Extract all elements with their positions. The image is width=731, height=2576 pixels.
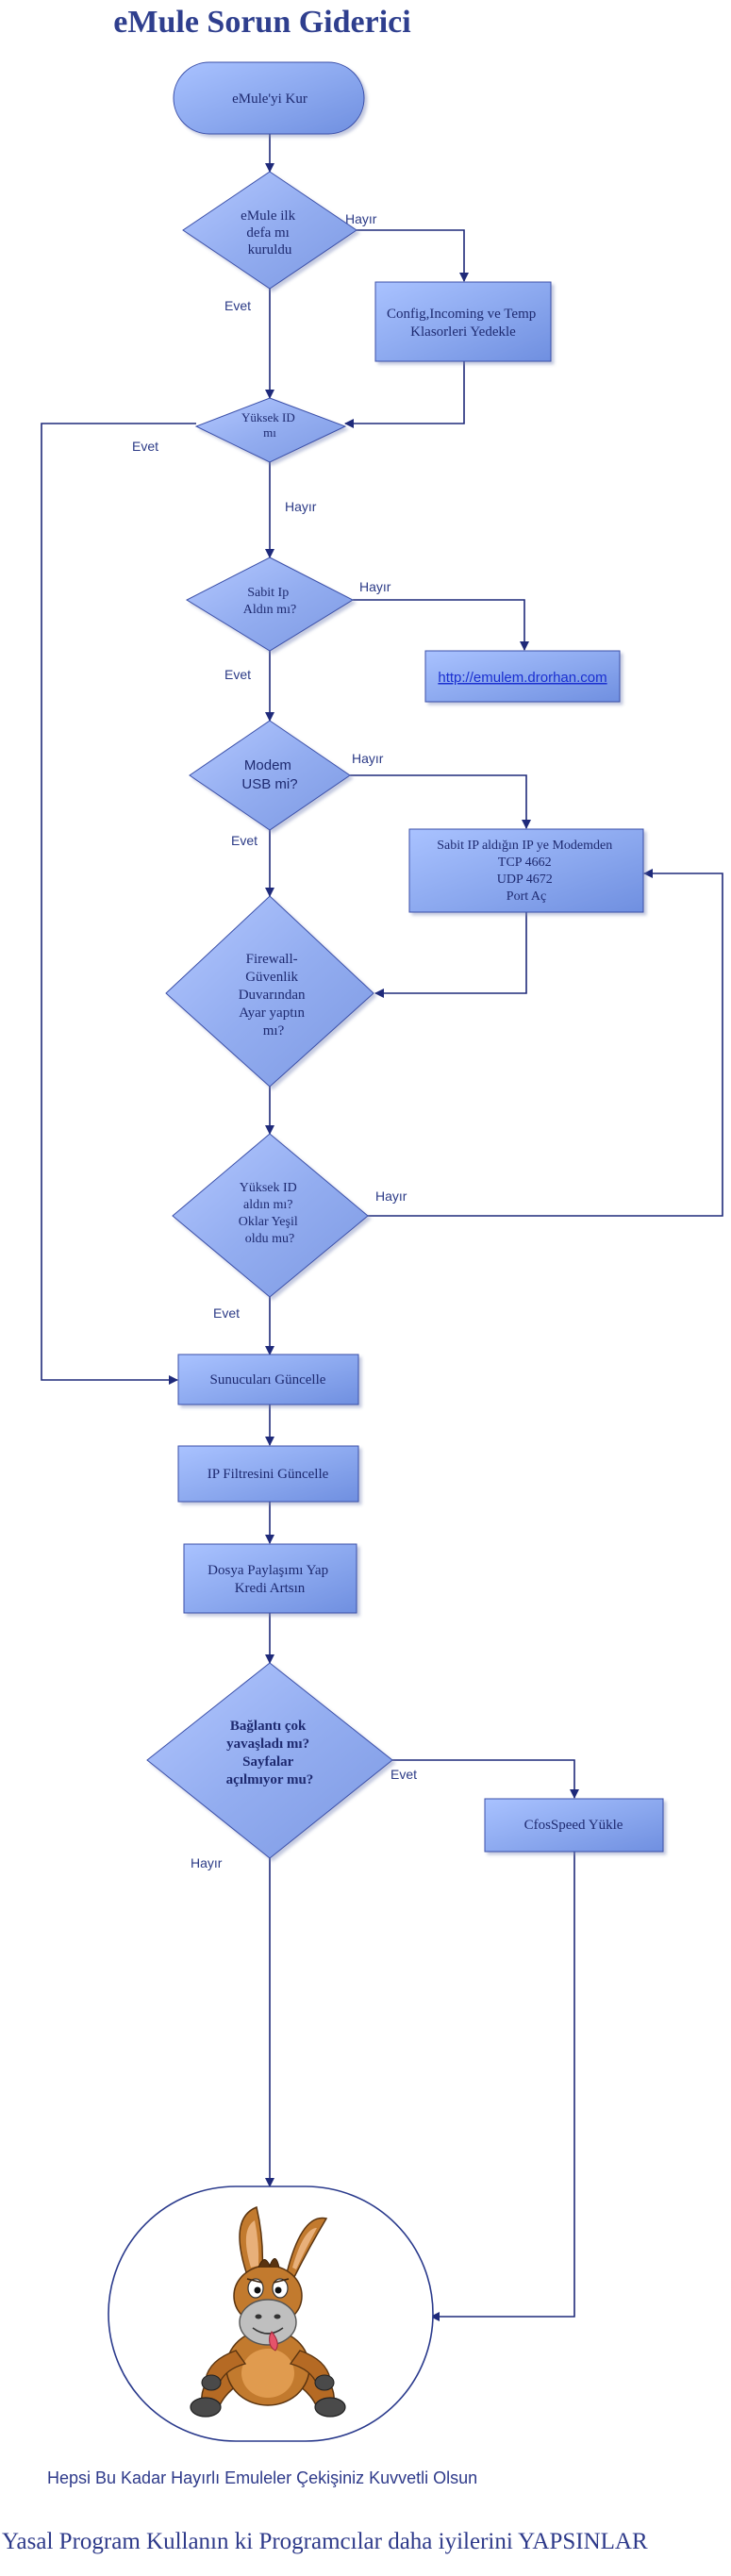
node-servers-text: Sunucuları Güncelle [210,1372,326,1388]
node-share: Dosya Paylaşımı Yap Kredi Artsın [183,1543,357,1614]
node-ipfilter: IP Filtresini Güncelle [177,1445,359,1503]
node-slow: Bağlantı çok yavaşladı mı? Sayfalar açıl… [146,1662,393,1859]
emulem-link[interactable]: http://emulem.drorhan.com [438,670,606,686]
label-high-id-green-yes: Evet [213,1305,240,1321]
node-static-ip: Sabit Ip Aldın mı? [185,557,355,652]
node-backup-text: Config,Incoming ve Temp Klasorleri Yedek… [387,307,540,340]
footer-line-2: Yasal Program Kullanın ki Programcılar d… [2,2529,648,2554]
node-start-text: eMule'yi Kur [232,91,307,107]
label-first-time-yes: Evet [224,298,251,313]
node-ipfilter-text: IP Filtresini Güncelle [208,1467,329,1482]
node-slow-text: Bağlantı çok yavaşladı mı? Sayfalar açıl… [226,1719,314,1787]
node-high-id-text: Yüksek ID mı [241,410,298,440]
node-modem-usb-text: Modem USB mi? [241,757,297,792]
edge-cfos-to-mascot [430,1852,575,2321]
node-firewall-text: Firewall- Güvenlik Duvarından Ayar yaptı… [239,952,309,1039]
node-servers: Sunucuları Güncelle [177,1354,359,1405]
label-static-ip-no: Hayır [359,579,391,594]
label-modem-yes: Evet [231,833,258,848]
label-high-id-green-no: Hayır [375,1188,407,1204]
node-firewall: Firewall- Güvenlik Duvarından Ayar yaptı… [165,895,374,1088]
label-static-ip-yes: Evet [224,667,251,682]
edge-modem-to-port-open [350,774,531,829]
node-port-open: Sabit IP aldığın IP ye Modemden TCP 4662… [408,828,644,913]
node-first-time: eMule ilk defa mı kuruldu [182,171,357,290]
edge-first-time-to-backup [357,229,469,282]
node-cfos: CfosSpeed Yükle [484,1798,664,1853]
page-title: eMule Sorun Giderici [113,5,410,40]
node-modem-usb: Modem USB mi? [189,720,351,831]
label-slow-yes: Evet [390,1767,417,1782]
footer-line-1: Hepsi Bu Kadar Hayırlı Emuleler Çekişini… [47,2468,477,2487]
edge-high-id-to-servers [41,423,196,1385]
node-backup: Config,Incoming ve Temp Klasorleri Yedek… [374,281,552,362]
edge-port-open-to-firewall [374,912,527,998]
label-first-time-no: Hayır [345,211,377,226]
label-slow-no: Hayır [191,1855,223,1870]
node-first-time-text: eMule ilk defa mı kuruldu [241,208,299,258]
label-high-id-no: Hayır [285,499,317,514]
node-share-text: Dosya Paylaşımı Yap Kredi Artsın [208,1563,332,1596]
node-high-id: Yüksek ID mı [194,397,347,463]
node-high-id-green: Yüksek ID aldın mı? Oklar Yeşil oldu mu? [172,1133,369,1298]
edge-slow-to-cfos [392,1759,579,1799]
node-port-open-text: Sabit IP aldığın IP ye Modemden TCP 4662… [437,839,616,904]
node-high-id-green-text: Yüksek ID aldın mı? Oklar Yeşil oldu mu? [239,1181,302,1246]
edge-high-id-green-to-port-open [368,869,723,1217]
node-static-ip-text: Sabit Ip Aldın mı? [243,586,296,617]
node-start: eMule'yi Kur [173,61,365,135]
edge-backup-to-high-id [344,361,465,428]
label-high-id-yes: Evet [132,439,158,454]
label-modem-no: Hayır [352,751,384,766]
edge-static-ip-to-link [353,599,529,651]
emule-mascot-icon [190,2205,346,2418]
node-cfos-text: CfosSpeed Yükle [524,1818,623,1833]
node-link[interactable]: http://emulem.drorhan.com [424,650,621,703]
